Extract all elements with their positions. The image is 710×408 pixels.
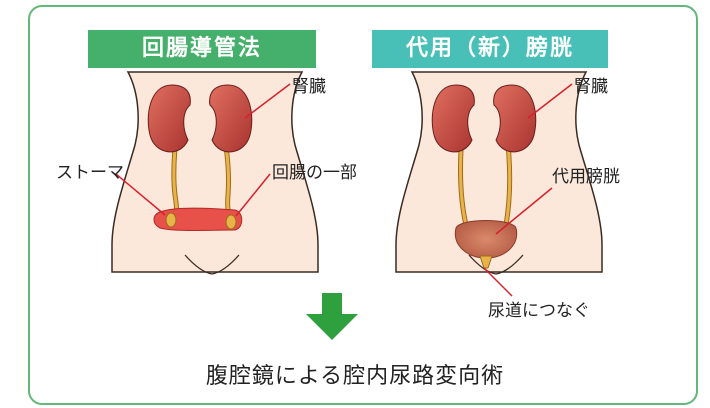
label-left-kidney: 腎臓 [292, 72, 326, 97]
result-caption: 腹腔鏡による腔内尿路変向術 [0, 358, 710, 390]
label-right-kidney: 腎臓 [574, 72, 608, 97]
label-urethra: 尿道につなぐ [488, 296, 590, 321]
label-ileum: 回腸の一部 [272, 158, 357, 183]
right-kidney-r [494, 85, 536, 152]
right-kidney-l [432, 85, 474, 152]
label-neobladder: 代用膀胱 [552, 162, 620, 187]
label-stoma: ストーマ [56, 158, 124, 183]
left-kidney-l [148, 85, 190, 152]
down-arrow [306, 293, 358, 340]
